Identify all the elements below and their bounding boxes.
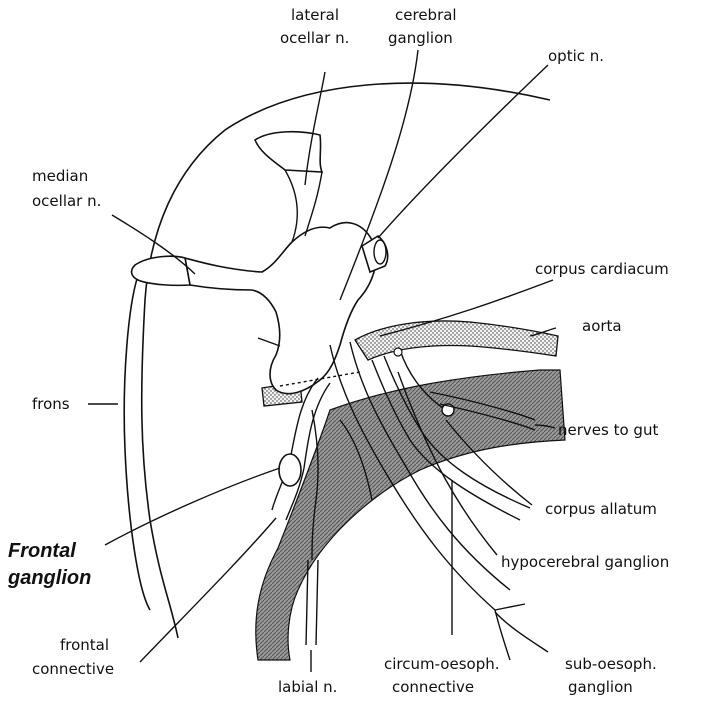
label-nerves-to-gut: nerves to gut [558,421,658,439]
label-sub-oesoph-line1: sub-oesoph. [565,655,657,673]
label-sub-oesoph-line2: ganglion [568,678,633,696]
label-optic: optic n. [548,47,604,65]
label-circum-line1: circum-oesoph. [384,655,500,673]
label-corpus-allatum: corpus allatum [545,500,657,518]
label-lateral-ocellar-line2: ocellar n. [280,29,349,47]
label-hypocerebral: hypocerebral ganglion [501,553,669,571]
label-frontal-connective-line1: frontal [60,636,109,654]
brain [132,132,388,394]
label-corpus-cardiacum: corpus cardiacum [535,260,669,278]
label-circum-line2: connective [392,678,474,696]
label-aorta: aorta [582,317,622,335]
head-capsule [124,83,550,638]
label-frons: frons [32,395,70,413]
label-lateral-ocellar-line1: lateral [291,6,339,24]
label-frontal-connective-line2: connective [32,660,114,678]
label-frontal-ganglion-line2: ganglion [7,567,91,589]
label-cerebral-line2: ganglion [388,29,453,47]
aorta [355,321,558,360]
label-frontal-ganglion-line1: Frontal [8,540,76,562]
frontal-ganglion [279,454,301,486]
label-median-ocellar-line2: ocellar n. [32,192,101,210]
label-labial: labial n. [278,678,337,696]
label-cerebral-line1: cerebral [395,6,457,24]
label-median-ocellar-line1: median [32,167,88,185]
